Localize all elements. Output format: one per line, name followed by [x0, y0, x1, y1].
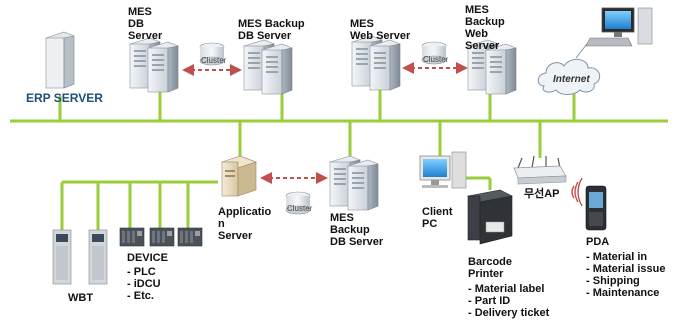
pda-title: PDA — [586, 236, 610, 248]
plc-device-icon — [119, 227, 203, 247]
pda-item: Material in — [586, 251, 666, 263]
application-server-label: Applicatio n Server — [218, 206, 272, 242]
internet-label: Internet — [553, 74, 590, 85]
barcode-printer-item: Material label — [468, 283, 549, 295]
wireless-ap-icon — [513, 155, 567, 185]
pda-item: Maintenance — [586, 287, 666, 299]
cluster-label-1: Cluster — [201, 56, 227, 65]
mes-db-server-icon — [129, 37, 179, 93]
wbt-label: WBT — [68, 292, 94, 304]
cluster-top-right-icon: Cluster — [402, 41, 468, 74]
mes-web-server-label: MES Web Server — [350, 18, 411, 42]
network-backbone — [10, 84, 668, 230]
barcode-printer-item: Part ID — [468, 295, 549, 307]
erp-server-icon — [45, 31, 75, 89]
pda-icon — [585, 185, 607, 231]
pda-item: Material issue — [586, 263, 666, 275]
mes-backup-db-server-bottom-label: MES Backup DB Server — [330, 212, 384, 248]
device-item: PLC — [127, 266, 168, 278]
mes-backup-db-server-bottom-icon — [329, 155, 379, 211]
client-pc-label: Client PC — [422, 206, 453, 230]
application-server-icon — [221, 155, 257, 197]
client-pc-icon — [419, 151, 467, 189]
mes-backup-db-server-top-label: MES Backup DB Server — [238, 18, 305, 42]
mes-backup-web-server-label: MES Backup Web Server — [465, 4, 505, 52]
cluster-label-3: Cluster — [287, 204, 313, 213]
desktop-computer-icon — [575, 7, 653, 59]
barcode-printer-block: Barcode Printer Material label Part ID D… — [468, 256, 549, 319]
cluster-label-2: Cluster — [423, 55, 449, 64]
pda-list: Material in Material issue Shipping Main… — [586, 251, 666, 299]
device-title: DEVICE — [127, 252, 168, 264]
internet-cloud-icon: Internet — [537, 59, 601, 95]
pda-item: Shipping — [586, 275, 666, 287]
mes-db-server-label: MES DB Server — [128, 6, 163, 42]
device-item: iDCU — [127, 278, 168, 290]
cluster-bottom-icon: Cluster — [260, 172, 328, 215]
wireless-signal-icon — [571, 177, 583, 207]
cluster-top-left-icon: Cluster — [182, 42, 242, 76]
wireless-ap-label: 무선AP — [524, 188, 560, 200]
mes-web-server-icon — [351, 35, 401, 91]
mes-backup-db-server-top-icon — [243, 39, 293, 95]
barcode-printer-title-1: Barcode — [468, 256, 513, 268]
erp-server-label: ERP SERVER — [26, 91, 103, 105]
barcode-printer-list: Material label Part ID Delivery ticket — [468, 283, 550, 319]
barcode-printer-title-2: Printer — [468, 268, 504, 280]
barcode-printer-item: Delivery ticket — [468, 307, 550, 319]
device-block: DEVICE PLC iDCU Etc. — [127, 252, 168, 302]
barcode-printer-icon — [467, 189, 513, 245]
pda-block: PDA Material in Material issue Shipping … — [586, 236, 666, 299]
wbt-terminal-icon — [52, 229, 108, 285]
device-item: Etc. — [127, 290, 168, 302]
device-list: PLC iDCU Etc. — [127, 266, 168, 302]
